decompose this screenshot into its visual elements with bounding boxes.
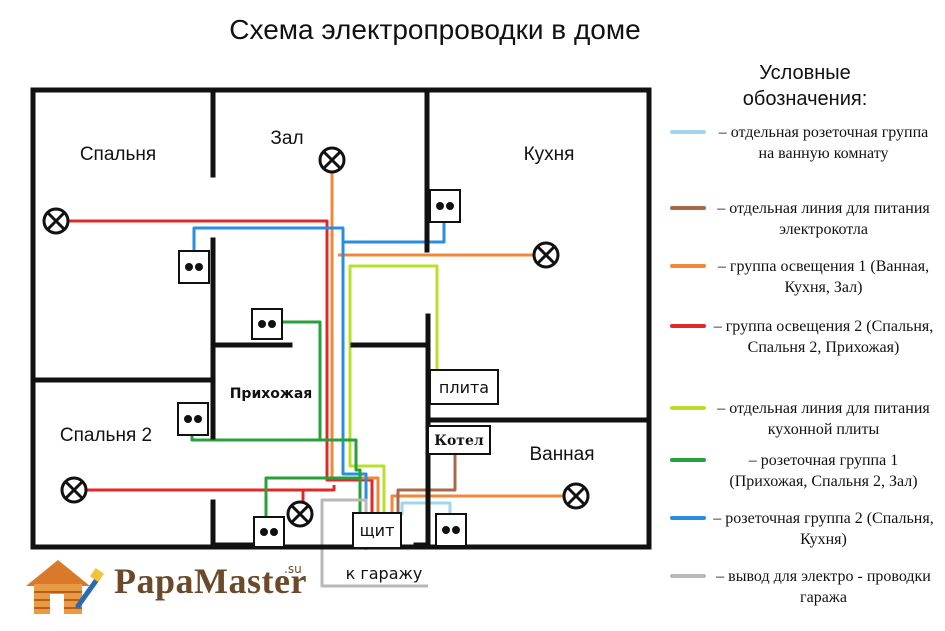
logo: PapaMaster .su [22, 556, 322, 616]
room-label-kitchen: Кухня [524, 144, 575, 165]
equipment [352, 369, 499, 549]
socket-bedroom2-icon [177, 402, 209, 436]
wire-stove-line [348, 264, 439, 515]
socket-hallway-icon [253, 516, 285, 548]
wire-lighting-group-2-bedroom2 [74, 485, 336, 492]
legend-text: – вывод для электро - проводки гаража [716, 568, 931, 606]
panel-box [352, 512, 402, 549]
lamp-bath-icon [562, 482, 590, 510]
wire-socket-group-1-link [320, 438, 362, 515]
lamp-hall-icon [318, 146, 346, 174]
panel-label: щит [360, 521, 395, 540]
legend-swatch [670, 130, 706, 134]
lamps [42, 146, 590, 528]
room-label-bedroom2: Спальня 2 [60, 425, 152, 446]
garage-label: к гаражу [346, 564, 423, 583]
room-label-hall: Зал [270, 128, 303, 149]
socket-hall-icon [251, 308, 283, 340]
legend-swatch [670, 574, 706, 578]
legend-title: Условные обозначения: [742, 62, 868, 110]
stove-box [429, 369, 499, 405]
boiler-label: Котел [434, 433, 484, 449]
legend-text: – розеточная группа 1 (Прихожая, Спальня… [729, 452, 918, 490]
outer-wall [30, 87, 652, 550]
logo-suffix: .su [284, 562, 302, 576]
socket-bath-icon [435, 513, 467, 547]
house-logo-icon [26, 560, 104, 614]
legend-text: – отдельная линия для питания электрокот… [717, 200, 930, 238]
legend-text: – группа освещения 2 (Спальня, Спальня 2… [713, 318, 934, 356]
logo-text: PapaMaster [114, 561, 307, 601]
stove-label: плита [439, 378, 489, 397]
room-label-bathroom: Ванная [529, 444, 594, 465]
room-label-hallway: Прихожая [230, 386, 313, 402]
legend-swatch [670, 324, 706, 328]
socket-kitchen-icon [429, 189, 461, 223]
wire-lighting-group-1-bath [390, 494, 564, 515]
legend-swatch [670, 264, 706, 268]
lamp-bedroom2-icon [60, 476, 88, 504]
wire-socket-group-1-bedroom2 [264, 476, 360, 517]
room-label-bedroom: Спальня [80, 144, 156, 165]
legend-text: – отдельная розеточная группа на ванную … [718, 124, 929, 162]
legend-text: – группа освещения 1 (Ванная, Кухня, Зал… [717, 258, 930, 296]
socket-bedroom-icon [178, 250, 210, 284]
legend-swatch [670, 516, 706, 520]
wire-socket-group-2 [192, 226, 368, 515]
legend-swatch [670, 458, 706, 462]
lamp-hallway-icon [286, 500, 314, 528]
wire-lighting-group-2 [68, 219, 374, 515]
lamp-kitchen-icon [532, 241, 560, 269]
wire-socket-group-2-kitchen [343, 222, 446, 244]
page-title: Схема электропроводки в доме [229, 14, 641, 45]
legend-swatch [670, 406, 706, 410]
legend-text: – отдельная линия для питания кухонной п… [717, 400, 930, 438]
sockets [177, 189, 467, 548]
legend-text: – розеточная группа 2 (Спальня, Кухня) [713, 510, 934, 548]
legend-swatch [670, 206, 706, 210]
boiler-box [427, 425, 491, 455]
lamp-bedroom-icon [42, 207, 70, 235]
